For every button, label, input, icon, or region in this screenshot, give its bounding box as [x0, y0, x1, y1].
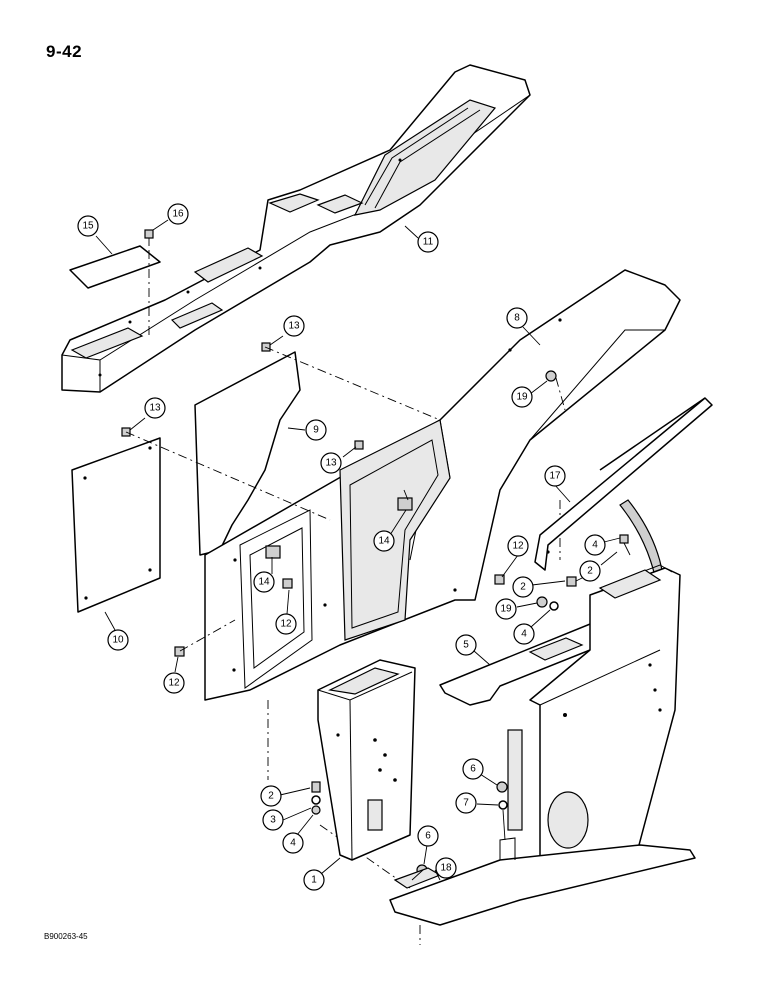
callout-2: 2: [579, 560, 601, 582]
callout-19: 19: [495, 598, 517, 620]
svg-text:13: 13: [149, 403, 161, 414]
svg-text:9: 9: [313, 425, 319, 436]
svg-text:19: 19: [516, 392, 528, 403]
callout-17: 17: [544, 465, 566, 487]
callout-14: 14: [373, 530, 395, 552]
callout-5: 5: [455, 634, 477, 656]
svg-text:4: 4: [521, 629, 527, 640]
callout-11: 11: [417, 231, 439, 253]
right-housing: [507, 564, 681, 861]
callout-12: 12: [163, 672, 185, 694]
svg-text:12: 12: [512, 541, 524, 552]
svg-text:1: 1: [311, 875, 317, 886]
pedestal: [317, 659, 416, 861]
left-panel: [71, 437, 161, 613]
callout-2: 2: [260, 785, 282, 807]
washer: [549, 601, 559, 611]
svg-text:2: 2: [520, 582, 526, 593]
callout-13: 13: [320, 452, 342, 474]
svg-text:13: 13: [325, 458, 337, 469]
document-code: B900263-45: [44, 932, 88, 941]
callout-13: 13: [144, 397, 166, 419]
svg-text:19: 19: [500, 604, 512, 615]
svg-text:18: 18: [440, 863, 452, 874]
cover-plate: [69, 245, 161, 289]
svg-text:2: 2: [587, 566, 593, 577]
svg-text:6: 6: [425, 831, 431, 842]
svg-text:14: 14: [258, 577, 270, 588]
svg-text:2: 2: [268, 791, 274, 802]
bolt: [311, 781, 321, 793]
callout-12: 12: [275, 613, 297, 635]
bolt: [282, 578, 293, 589]
bolt: [619, 534, 629, 544]
nut: [536, 596, 548, 608]
upper-console: [61, 64, 531, 393]
nut: [496, 781, 508, 793]
svg-text:13: 13: [288, 321, 300, 332]
svg-text:11: 11: [423, 237, 434, 248]
washer: [498, 800, 508, 810]
callout-6: 6: [462, 758, 484, 780]
svg-text:14: 14: [378, 536, 390, 547]
bolt: [354, 440, 364, 450]
callout-10: 10: [107, 629, 129, 651]
callout-16: 16: [167, 203, 189, 225]
clip: [265, 545, 281, 559]
leader-lines: [95, 219, 621, 881]
bolt: [566, 576, 577, 587]
svg-text:3: 3: [270, 815, 276, 826]
svg-text:4: 4: [592, 540, 598, 551]
callout-8: 8: [506, 307, 528, 329]
callout-12: 12: [507, 535, 529, 557]
callout-6: 6: [417, 825, 439, 847]
page-number: 9-42: [46, 42, 83, 61]
base-plate: [389, 844, 696, 926]
screw: [144, 229, 154, 246]
svg-text:8: 8: [514, 313, 520, 324]
callout-3: 3: [262, 809, 284, 831]
callout-7: 7: [455, 792, 477, 814]
callout-13: 13: [283, 315, 305, 337]
callout-4: 4: [584, 534, 606, 556]
callout-19: 19: [511, 386, 533, 408]
svg-text:12: 12: [168, 678, 180, 689]
svg-text:17: 17: [549, 471, 561, 482]
washer: [311, 795, 321, 805]
nut: [545, 370, 557, 382]
callout-14: 14: [253, 571, 275, 593]
callout-9: 9: [305, 419, 327, 441]
callout-15: 15: [77, 215, 99, 237]
svg-text:16: 16: [172, 209, 184, 220]
bolt: [174, 646, 185, 657]
svg-text:7: 7: [463, 798, 469, 809]
callout-1: 1: [303, 869, 325, 891]
main-frame: [204, 269, 681, 701]
callout-18: 18: [435, 857, 457, 879]
svg-text:6: 6: [470, 764, 476, 775]
svg-text:5: 5: [463, 640, 469, 651]
svg-text:12: 12: [280, 619, 292, 630]
svg-text:4: 4: [290, 838, 296, 849]
svg-text:10: 10: [112, 635, 124, 646]
callout-4: 4: [282, 832, 304, 854]
bolt: [494, 574, 505, 585]
clip: [397, 497, 413, 511]
svg-text:15: 15: [82, 221, 94, 232]
nut: [311, 805, 321, 815]
callout-2: 2: [512, 576, 534, 598]
callout-4: 4: [513, 623, 535, 645]
